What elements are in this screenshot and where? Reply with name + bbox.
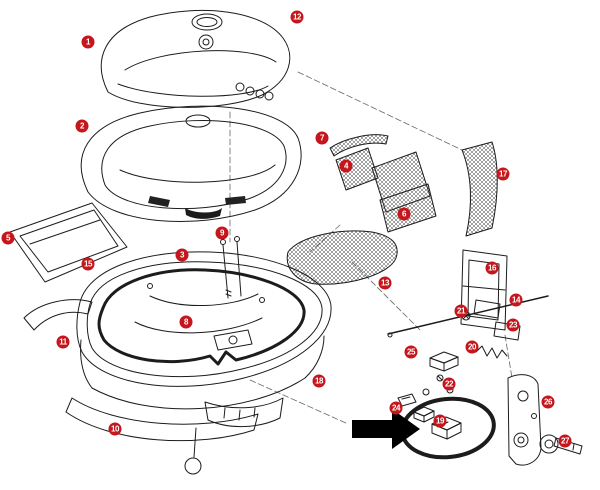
- center-lens: [286, 230, 398, 285]
- bottom-bumper: [65, 397, 259, 442]
- left-bumper: [23, 299, 93, 331]
- part-callout-23: 23: [506, 318, 520, 332]
- part-callout-5: 5: [1, 231, 15, 245]
- part-callout-15: 15: [81, 257, 95, 271]
- top-lid: [100, 9, 291, 108]
- part-callout-13: 13: [378, 276, 392, 290]
- part-callout-8: 8: [179, 315, 193, 329]
- part-callout-14: 14: [509, 293, 523, 307]
- part-callout-25: 25: [404, 345, 418, 359]
- grille-strip: [329, 134, 389, 157]
- spring: [475, 345, 508, 359]
- part-callout-27: 27: [558, 434, 572, 448]
- part-callout-7: 7: [315, 131, 329, 145]
- part-callout-17: 17: [496, 167, 510, 181]
- lock-cylinder-key: [539, 434, 583, 455]
- part-callout-4: 4: [339, 159, 353, 173]
- part-callout-9: 9: [215, 226, 229, 240]
- right-reflector: [461, 141, 498, 237]
- highlight-arrow-icon: [352, 409, 420, 449]
- part-callout-22: 22: [442, 377, 456, 391]
- part-callout-26: 26: [541, 395, 555, 409]
- left-panel: [9, 202, 128, 283]
- lock-plate: [507, 374, 542, 466]
- lid-edge-holes: [235, 82, 274, 101]
- part-callout-2: 2: [75, 119, 89, 133]
- part-callout-11: 11: [56, 335, 70, 349]
- part-callout-21: 21: [454, 304, 468, 318]
- part-callout-19: 19: [433, 414, 447, 428]
- part-callout-12: 12: [290, 10, 304, 24]
- part-callout-10: 10: [108, 422, 122, 436]
- hinge-pin: [184, 427, 202, 475]
- seal-ring: [97, 268, 306, 366]
- part-callout-1: 1: [81, 35, 95, 49]
- part-callout-3: 3: [175, 248, 189, 262]
- slider-bracket: [429, 351, 459, 372]
- lid-button-icon: [198, 34, 214, 50]
- part-callout-18: 18: [312, 374, 326, 388]
- part-callout-16: 16: [485, 261, 499, 275]
- part-callout-6: 6: [397, 207, 411, 221]
- brand-badge-icon: [191, 13, 223, 31]
- base-tray: [76, 251, 332, 410]
- front-trim: [204, 397, 284, 428]
- part-callout-20: 20: [465, 340, 479, 354]
- part-callout-24: 24: [389, 401, 403, 415]
- main-cover: [80, 105, 302, 222]
- base-screws: [220, 236, 242, 299]
